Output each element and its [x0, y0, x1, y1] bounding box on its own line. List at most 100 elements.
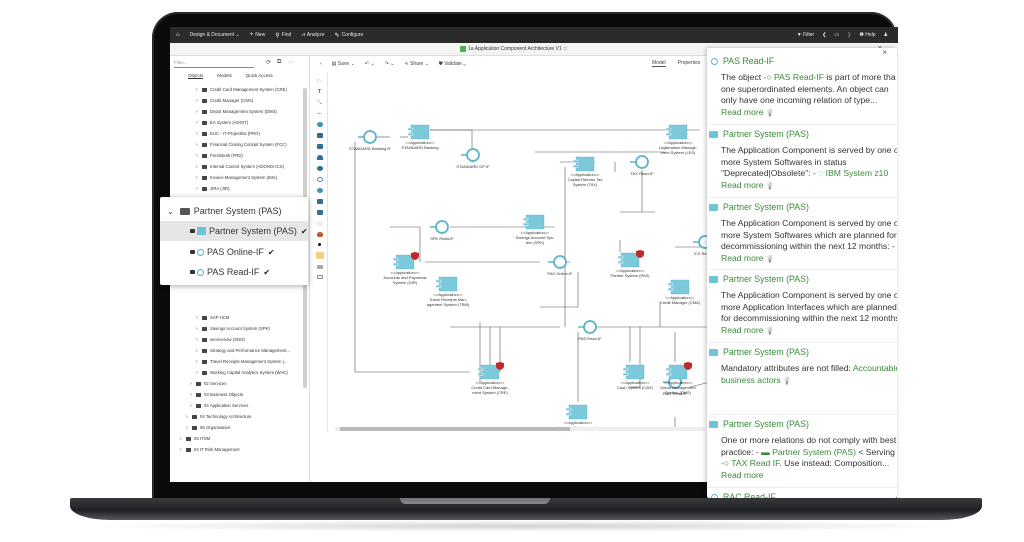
read-more-link[interactable]: Read more — [721, 179, 764, 190]
menu-analyze[interactable]: ⩘Analyze — [301, 31, 325, 39]
tree-item[interactable]: ›JIRA (JIR) — [170, 183, 304, 194]
chevron-right-icon[interactable]: › — [196, 86, 198, 93]
chevron-right-icon[interactable]: › — [196, 369, 198, 376]
interface-label[interactable]: STANDARD Banking IF — [349, 146, 391, 151]
chevron-right-icon[interactable]: › — [196, 108, 198, 115]
interface-label[interactable]: PAS Read-IF — [578, 336, 602, 341]
component-label[interactable]: System (TAX) — [573, 182, 598, 187]
card-title[interactable]: Partner System (PAS) — [723, 419, 809, 429]
pointer-tool-icon[interactable]: ▷ — [317, 78, 322, 84]
component-stereotype[interactable]: <<Application>> — [621, 380, 651, 385]
window-icon[interactable]: ▭ — [834, 32, 840, 38]
component-label[interactable]: STANDARD Banking — [401, 145, 438, 150]
interface-label[interactable]: TAX Read-IF — [630, 171, 654, 176]
component-port-icon[interactable] — [407, 132, 414, 136]
component-port-icon[interactable] — [617, 255, 624, 259]
chevron-right-icon[interactable]: › — [196, 325, 198, 332]
more-icon[interactable]: ⋯ — [287, 60, 294, 66]
validation-card[interactable]: Partner System (PAS)The Application Comp… — [707, 270, 897, 343]
tree-item[interactable]: ›03 ITSM — [170, 433, 304, 444]
menu-configure[interactable]: ✎Configure — [334, 32, 364, 39]
canvas-horizontal-scrollbar[interactable] — [335, 427, 705, 431]
collapse-icon[interactable]: ⧉ — [277, 59, 282, 65]
application-component-node[interactable] — [395, 254, 415, 270]
interface-icon[interactable] — [553, 255, 567, 269]
chevron-right-icon[interactable]: › — [196, 163, 198, 170]
read-more-link[interactable]: Read more — [721, 469, 764, 480]
tree-item[interactable]: ›Working Capital Analytics System (WAC) — [170, 367, 304, 378]
data-object-tool-icon[interactable] — [316, 199, 323, 204]
tree-item[interactable]: ›Travel Receipts Management System (... — [170, 356, 304, 367]
menu-design-document[interactable]: Design & Document ⌄ — [189, 32, 240, 38]
validate-button[interactable]: ⛊ Validate ⌄ — [438, 61, 466, 67]
node-tool-icon[interactable] — [316, 166, 323, 171]
component-port-icon[interactable] — [435, 279, 442, 283]
card-title[interactable]: Partner System (PAS) — [723, 347, 809, 357]
application-component-node[interactable] — [668, 124, 688, 140]
component-stereotype[interactable]: <<Application>> — [571, 172, 601, 177]
component-port-icon[interactable] — [617, 260, 624, 264]
tree-item[interactable]: ›servicenow (SNO) — [170, 334, 304, 345]
component-label[interactable]: Legitimation Manage- — [659, 145, 698, 150]
component-label[interactable]: ment System (CRE) — [472, 390, 508, 395]
undo-button[interactable]: ↶ ⌄ — [364, 61, 375, 67]
component-port-icon[interactable] — [392, 262, 399, 266]
tree-item[interactable]: ›Freshdesk (FRD) — [170, 150, 304, 161]
tab-models[interactable]: Models — [217, 73, 232, 78]
component-stereotype[interactable]: <<Application>> — [564, 420, 594, 425]
tree-item-partner-system[interactable]: Partner System (PAS) ✔ — [160, 221, 308, 241]
chevron-right-icon[interactable]: › — [196, 97, 198, 104]
chevron-right-icon[interactable]: › — [196, 174, 198, 181]
document-tab[interactable]: 1a Application Component Architecture V1… — [460, 46, 568, 52]
application-component-node[interactable] — [410, 124, 430, 140]
component-stereotype[interactable]: <<Application>> — [391, 270, 421, 275]
object-link[interactable]: Accountable — [852, 363, 897, 373]
read-more-link[interactable]: Read more — [721, 106, 764, 117]
chevron-right-icon[interactable]: › — [196, 314, 198, 321]
component-port-icon[interactable] — [522, 217, 529, 221]
collapse-panel-icon[interactable]: ‹ — [320, 61, 322, 67]
interface-icon[interactable] — [635, 155, 649, 169]
forward-icon[interactable]: ❯ — [847, 32, 852, 38]
interface-icon[interactable] — [583, 320, 597, 334]
application-component-node[interactable] — [438, 276, 458, 292]
tree-item[interactable]: ›05 Organisation — [170, 422, 304, 433]
component-label[interactable]: agement System (TRM) — [427, 302, 470, 307]
component-port-icon[interactable] — [667, 282, 674, 286]
object-link[interactable]: -○ TAX Read IF — [721, 458, 780, 468]
tab-properties[interactable]: Properties — [677, 60, 701, 66]
chevron-right-icon[interactable]: › — [190, 380, 192, 387]
component-label[interactable]: Credit Manager (CMA) — [660, 300, 701, 305]
component-port-icon[interactable] — [435, 284, 442, 288]
tab-quick-access[interactable]: Quick Access — [245, 73, 273, 78]
validation-card[interactable]: Partner System (PAS)The Application Comp… — [707, 125, 897, 198]
application-component-node[interactable] — [568, 404, 588, 420]
component-stereotype[interactable]: <<Application>> — [616, 268, 646, 273]
share-button[interactable]: ⋖ Share ⌄ — [404, 61, 429, 67]
application-component-node[interactable] — [625, 364, 645, 380]
dot-tool-icon[interactable] — [318, 243, 321, 246]
artifact-tool-icon[interactable] — [316, 210, 323, 215]
tree-item[interactable]: ›EA System (ADOIT) — [170, 117, 304, 128]
component-port-icon[interactable] — [665, 127, 672, 131]
object-link[interactable]: ▬ Partner System (PAS) — [761, 446, 856, 457]
component-label[interactable]: Savings Account Sys- — [516, 235, 555, 240]
component-port-icon[interactable] — [622, 367, 629, 371]
tree-item[interactable]: ›Strategy and Performance Management... — [170, 345, 304, 356]
component-label[interactable]: tem (SPK) — [526, 240, 545, 245]
application-component-node[interactable] — [480, 364, 500, 380]
chevron-right-icon[interactable]: › — [196, 336, 198, 343]
object-link[interactable]: ◌ IBM System z10 — [818, 168, 889, 178]
component-stereotype[interactable]: <<Application>> — [406, 140, 436, 145]
component-stereotype[interactable]: <<Application>> — [434, 292, 464, 297]
application-component-node[interactable] — [575, 156, 595, 172]
interface-label[interactable]: ICS Read-IF — [694, 251, 717, 256]
component-label[interactable]: Capital Returns Tax — [568, 177, 603, 182]
interface-label[interactable]: SPK Read-IF — [430, 236, 454, 241]
component-port-icon[interactable] — [477, 372, 484, 376]
frame-tool-icon[interactable] — [316, 275, 323, 279]
chevron-right-icon[interactable]: › — [190, 402, 192, 409]
home-button[interactable]: ⌂ — [176, 32, 180, 38]
component-port-icon[interactable] — [665, 372, 672, 376]
